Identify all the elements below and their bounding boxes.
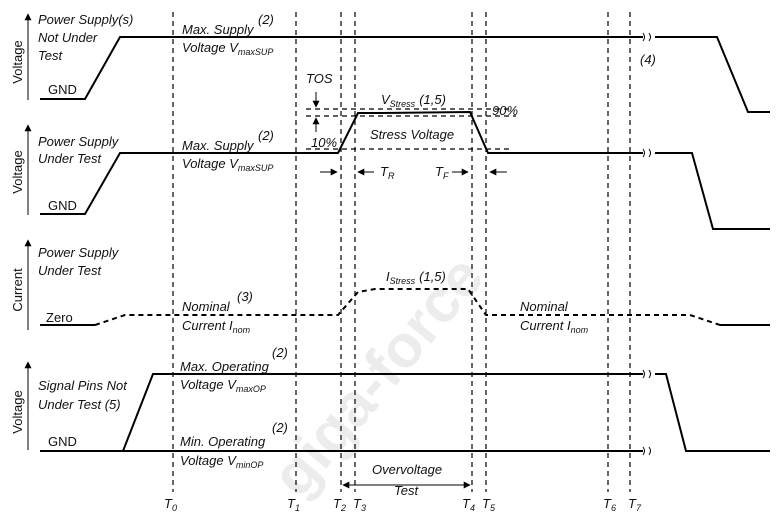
p3-current-trace [94, 288, 721, 326]
p4-signal-max [40, 373, 643, 452]
p2-tr-label: TR [380, 164, 395, 181]
p3-axis-label: Current [10, 268, 25, 312]
p4-max-voltage: Voltage VmaxOP [180, 377, 266, 394]
p2-stress-voltage-label: Stress Voltage [370, 127, 454, 142]
p4-max-note: (2) [272, 345, 288, 360]
p2-title-2: Under Test [38, 151, 102, 166]
p2-axis-label: Voltage [10, 150, 25, 193]
p2-vstress-label: VStress(1,5) [381, 92, 446, 109]
panel-signal-pins: Voltage Signal Pins Not Under Test (5) G… [10, 345, 770, 498]
p4-overvoltage-label: Overvoltage [372, 462, 442, 477]
p4-min-voltage: Voltage VminOP [180, 453, 263, 470]
time-marker-labels: T0 T1 T2 T3 T4 T5 T6 T7 [164, 496, 642, 513]
p2-signal [40, 110, 643, 215]
p4-gnd-label: GND [48, 434, 77, 449]
p1-title-1: Power Supply(s) [38, 12, 133, 27]
p4-title-1: Signal Pins Not [38, 378, 128, 393]
p4-max-label: Max. Operating [180, 359, 270, 374]
p1-signal-tail [655, 36, 770, 113]
p2-title-1: Power Supply [38, 134, 120, 149]
p2-voltage-label: Voltage VmaxSUP [182, 156, 273, 173]
p2-note-2: (2) [258, 128, 274, 143]
p4-axis-label: Voltage [10, 390, 25, 433]
time-marker-lines [172, 12, 631, 492]
p1-title-3: Test [38, 48, 63, 63]
p4-break-icon-top [642, 369, 651, 379]
p1-break-icon [642, 32, 651, 42]
p2-max-label: Max. Supply [182, 138, 255, 153]
time-label-t6: T6 [603, 496, 616, 513]
p4-break-icon-bottom [642, 446, 651, 456]
p2-tos-label: TOS [306, 71, 333, 86]
time-label-t5: T5 [482, 496, 496, 513]
p1-title-2: Not Under [38, 30, 98, 45]
p3-nominal-right-2: Current Inom [520, 318, 589, 335]
time-label-t0: T0 [164, 496, 177, 513]
p4-signal-max-tail [655, 373, 770, 452]
p1-note-2: (2) [258, 12, 274, 27]
p4-title-2: Under Test (5) [38, 397, 121, 412]
p4-min-label: Min. Operating [180, 434, 266, 449]
p3-title-2: Under Test [38, 263, 102, 278]
time-label-t7: T7 [628, 496, 642, 513]
p3-nominal-right-1: Nominal [520, 299, 569, 314]
p1-signal [40, 36, 643, 100]
p2-gnd-label: GND [48, 198, 77, 213]
p1-note-4: (4) [640, 52, 656, 67]
p2-tf-label: TF [435, 164, 449, 181]
panel-current-under-test: Current Power Supply Under Test Zero ISt… [10, 239, 770, 335]
p1-axis-label: Voltage [10, 40, 25, 83]
p4-test-label: Test [394, 483, 419, 498]
p3-istress-label: IStress(1,5) [386, 269, 446, 286]
p3-zero-label: Zero [46, 310, 73, 325]
p2-90pct-label: 90% [492, 103, 518, 118]
time-label-t4: T4 [462, 496, 475, 513]
p3-nominal-left-2: Current Inom [182, 318, 251, 335]
p2-signal-tail [655, 152, 770, 230]
p2-break-icon [642, 148, 651, 158]
time-label-t2: T2 [333, 496, 346, 513]
panel-supply-not-under-test: Voltage Power Supply(s) Not Under Test G… [10, 12, 770, 113]
p4-min-note: (2) [272, 420, 288, 435]
p1-max-label: Max. Supply [182, 22, 255, 37]
p3-note-3: (3) [237, 289, 253, 304]
time-label-t1: T1 [287, 496, 300, 513]
p3-nominal-left-1: Nominal [182, 299, 231, 314]
panel-supply-under-test: Voltage Power Supply Under Test GND Max.… [10, 71, 770, 230]
p1-voltage-label: Voltage VmaxSUP [182, 40, 273, 57]
p1-gnd-label: GND [48, 82, 77, 97]
p3-title-1: Power Supply [38, 245, 120, 260]
time-label-t3: T3 [353, 496, 366, 513]
p2-10pct-label: 10% [311, 135, 337, 150]
